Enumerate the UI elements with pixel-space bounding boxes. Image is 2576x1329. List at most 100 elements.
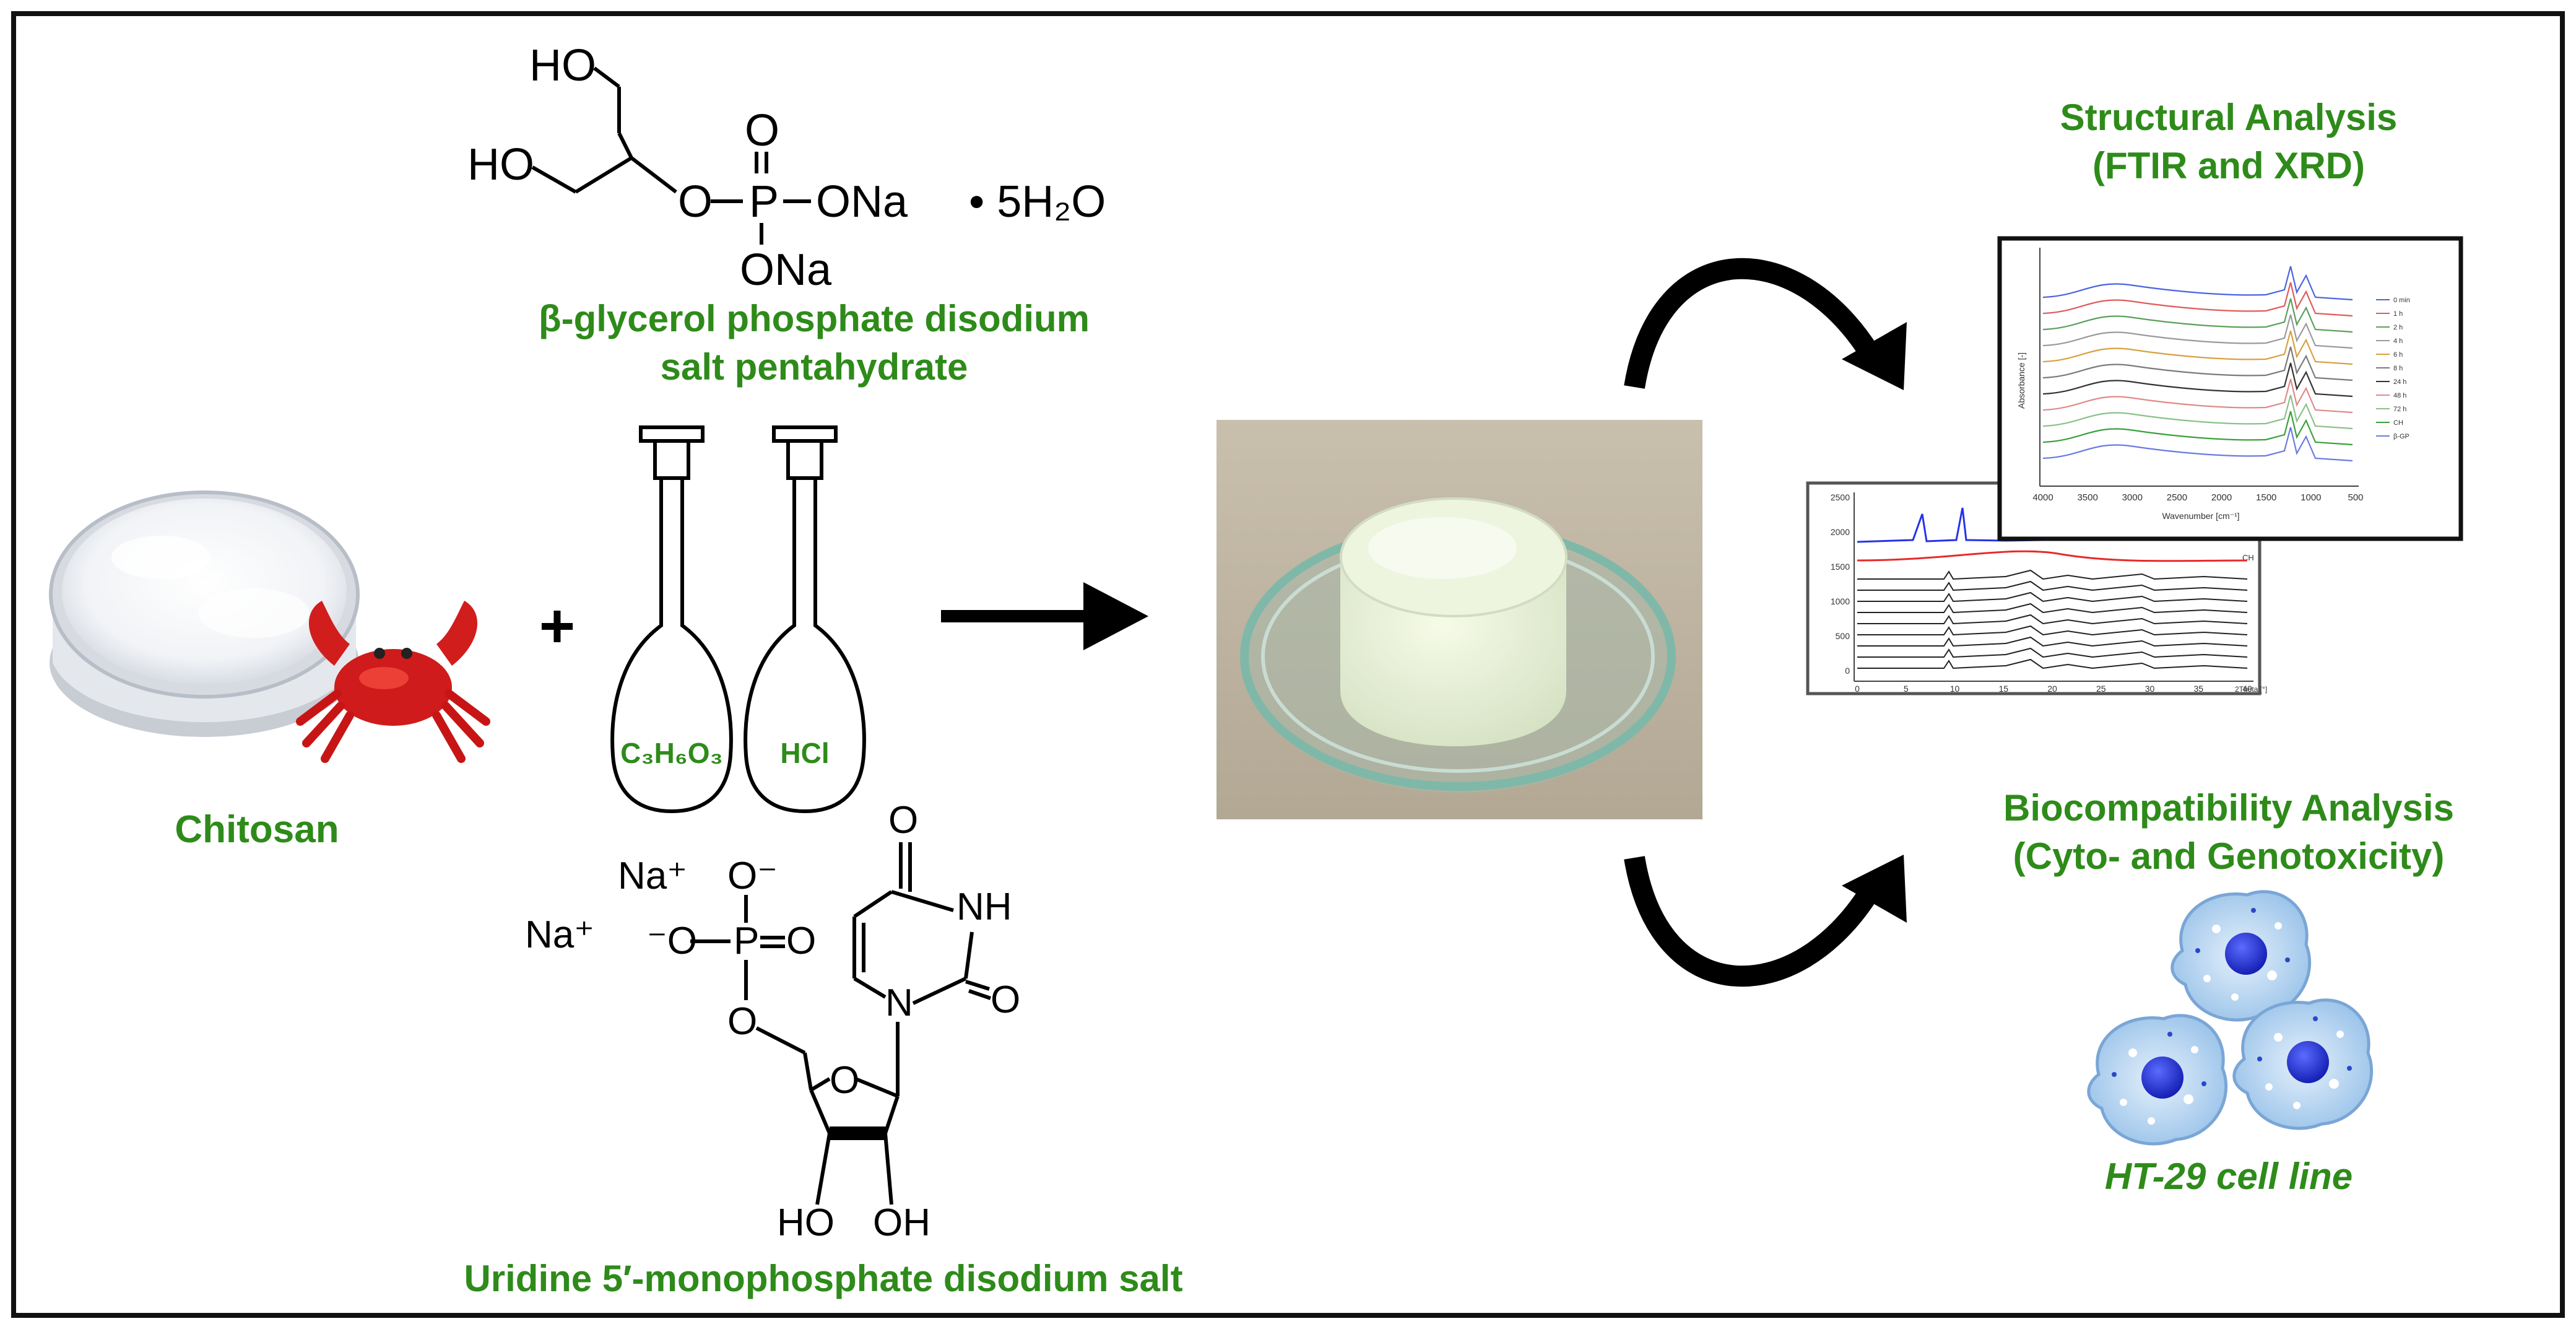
- xrd-pattern-line: [1857, 614, 2248, 625]
- flask-lactic-acid: [610, 425, 733, 814]
- xrd-ytick-label: 0: [1845, 666, 1850, 676]
- atom-o-ring: O: [830, 1059, 859, 1102]
- ftir-legend-label: 8 h: [2393, 365, 2403, 372]
- xrd-pattern-line: [1857, 625, 2248, 636]
- ftir-tick-label: 1500: [2256, 492, 2276, 503]
- ftir-spectrum-line: [2042, 394, 2353, 430]
- atom-nh: NH: [956, 886, 1012, 928]
- ftir-tick-label: 1000: [2301, 492, 2321, 503]
- xrd-xtick-label: 10: [1950, 684, 1960, 694]
- atom-ho-top: HO: [529, 41, 596, 90]
- atom-o-minus-left: ⁻O: [647, 920, 697, 962]
- atom-na-2: Na⁺: [525, 913, 594, 956]
- xrd-ytick-label: 2500: [1831, 492, 1850, 502]
- xrd-xtick-label: 30: [2145, 684, 2155, 694]
- ftir-legend-label: 24 h: [2393, 378, 2406, 386]
- ftir-spectrum-line: [2042, 427, 2353, 462]
- xrd-pattern-line: [1857, 658, 2248, 669]
- atom-p-ump: P: [734, 920, 759, 962]
- atom-o-double-ump: O: [786, 920, 816, 962]
- xrd-xtick-label: 25: [2096, 684, 2106, 694]
- ftir-legend-label: 72 h: [2393, 406, 2406, 413]
- ftir-spectrum-line: [2042, 298, 2353, 333]
- xrd-xlabel: 2Theta [°]: [2235, 685, 2267, 694]
- ftir-legend-label: CH: [2393, 419, 2403, 427]
- atom-n1: N: [885, 982, 913, 1024]
- atom-ona-bottom: ONa: [740, 245, 832, 295]
- atom-o-top: O: [888, 799, 918, 842]
- ftir-legend-label: 0 min: [2393, 297, 2410, 304]
- atom-p: P: [749, 177, 779, 227]
- xrd-xtick-label: 40: [2242, 684, 2252, 694]
- ht29-cells-illustration: [2087, 890, 2374, 1146]
- process-arrow: [941, 582, 1148, 650]
- atom-ona-right: ONa: [816, 177, 908, 227]
- xrd-pattern-line: [1857, 603, 2248, 614]
- flask-left-label: C₃H₆O₃: [620, 737, 723, 769]
- ftir-ylabel: Absorbance [-]: [2016, 352, 2026, 409]
- ump-name: Uridine 5′-monophosphate disodium salt: [464, 1258, 1182, 1299]
- ftir-tick-label: 3000: [2122, 492, 2143, 503]
- bio-title-line1: Biocompatibility Analysis: [2003, 787, 2454, 829]
- ftir-tick-label: 2000: [2211, 492, 2232, 503]
- structural-title-line2: (FTIR and XRD): [2092, 145, 2365, 186]
- glycerol-phosphate-structure: HO HO O P O ONa ONa • 5H₂O: [467, 41, 1106, 295]
- ftir-tick-label: 3500: [2077, 492, 2097, 503]
- xrd-pattern-line: [1857, 580, 2248, 591]
- ftir-legend-label: 1 h: [2393, 310, 2403, 318]
- ftir-spectrum-line: [2042, 330, 2353, 365]
- xrd-pattern-line: [1857, 636, 2248, 647]
- ftir-spectrum-line: [2042, 314, 2353, 349]
- ftir-spectrum-line: [2042, 346, 2353, 381]
- ftir-tick-label: 2500: [2167, 492, 2187, 503]
- atom-o-right: O: [991, 978, 1020, 1021]
- cell-icon: [2232, 998, 2374, 1130]
- flask-hydrochloric-acid: [744, 425, 866, 814]
- atom-o-ester: O: [678, 177, 713, 227]
- flask-right-label: HCl: [780, 737, 829, 769]
- xrd-pattern-line: [1857, 647, 2248, 658]
- chitosan-petri-dish: [49, 490, 360, 737]
- ftir-legend-label: 6 h: [2393, 351, 2403, 359]
- ftir-legend-label: 4 h: [2393, 338, 2403, 345]
- xrd-xtick-label: 35: [2193, 684, 2203, 694]
- cell-line-label: HT-29 cell line: [2105, 1156, 2353, 1197]
- glycerol-name-line2: salt pentahydrate: [661, 346, 968, 388]
- ftir-spectrum-line: [2042, 362, 2353, 398]
- bio-title-line2: (Cyto- and Genotoxicity): [2013, 835, 2445, 877]
- cell-icon: [2087, 1014, 2228, 1146]
- ftir-xlabel: Wavenumber [cm⁻¹]: [2162, 511, 2239, 521]
- ftir-legend-label: β-GP: [2393, 433, 2409, 440]
- ftir-tick-label: 500: [2348, 492, 2363, 503]
- ftir-thumbnail: Absorbance [-] 4000 3500 3000 2500 2000 1500 1…: [1997, 236, 2463, 541]
- volumetric-flasks: [610, 425, 866, 814]
- ftir-spectrum-line: [2042, 282, 2353, 317]
- xrd-ytick-label: 2000: [1831, 527, 1850, 537]
- glycerol-name-line1: β-glycerol phosphate disodium: [539, 298, 1090, 339]
- xrd-xtick-label: 5: [1904, 684, 1909, 694]
- curved-arrow-down: [1624, 855, 1907, 987]
- ftir-tick-label: 4000: [2032, 492, 2053, 503]
- cell-icon: [2171, 890, 2312, 1022]
- atom-o-double: O: [745, 106, 779, 155]
- ftir-legend-label: 48 h: [2393, 392, 2406, 399]
- xrd-xtick-label: 15: [1998, 684, 2008, 694]
- ftir-legend-label: 2 h: [2393, 324, 2403, 331]
- atom-oh: OH: [873, 1201, 930, 1244]
- atom-o-minus-top: O⁻: [727, 855, 778, 897]
- curved-arrow-up: [1624, 258, 1907, 390]
- hydrate-label: • 5H₂O: [969, 177, 1106, 227]
- ftir-spectrum-line: [2042, 411, 2353, 446]
- chitosan-label: Chitosan: [175, 808, 339, 851]
- crab-icon: [296, 601, 490, 763]
- ump-structure: Na⁺ Na⁺ O⁻ ⁻O P O O O N NH O O HO OH: [525, 799, 1020, 1244]
- atom-ho: HO: [777, 1201, 835, 1244]
- atom-ho-left: HO: [467, 140, 534, 190]
- xrd-xtick-label: 0: [1855, 684, 1860, 694]
- xrd-ytick-label: 1000: [1831, 596, 1850, 606]
- xrd-xtick-label: 20: [2047, 684, 2057, 694]
- hydrogel-photo: [1216, 420, 1702, 819]
- atom-na-1: Na⁺: [618, 855, 687, 897]
- atom-o-link: O: [727, 1000, 757, 1043]
